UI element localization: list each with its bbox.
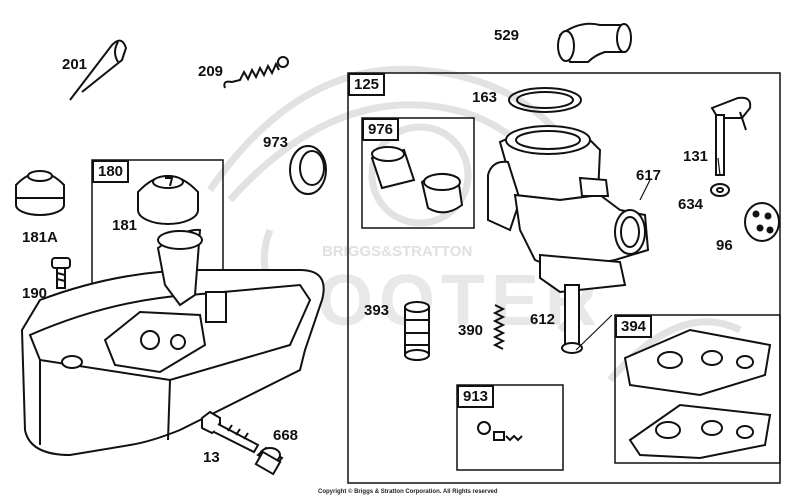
watermark-brand: BRIGGS&STRATTON [322, 243, 472, 260]
part-label-529: 529 [494, 27, 520, 44]
bolt-13 [201, 410, 260, 454]
part-label-634: 634 [678, 196, 704, 213]
fuel-cap-181 [137, 175, 199, 225]
seal-973 [289, 145, 327, 195]
part-label-163: 163 [472, 89, 498, 106]
carburetor-body [487, 125, 650, 354]
copyright-notice: Copyright © Briggs & Stratton Corporatio… [318, 489, 498, 495]
part-label-390: 390 [458, 322, 484, 339]
part-label-131: 131 [683, 148, 709, 165]
carburetor-kit-frame [347, 72, 781, 484]
washer-634 [710, 183, 730, 197]
part-label-612: 612 [530, 311, 556, 328]
part-label-96: 96 [716, 237, 733, 254]
spacer-668 [254, 446, 284, 476]
diaphragm-96 [744, 202, 780, 242]
part-label-201: 201 [62, 56, 88, 73]
spring-390 [492, 304, 506, 350]
part-label-973: 973 [263, 134, 289, 151]
pin-kit-frame [456, 384, 564, 471]
gasket-kit-frame [614, 314, 781, 464]
seal-kit-frame [361, 117, 475, 229]
part-label-393: 393 [364, 302, 390, 319]
group-tag-125: 125 [348, 73, 386, 96]
spring-209 [223, 56, 289, 89]
fuel-tank [20, 228, 325, 457]
clip-201 [69, 39, 128, 101]
pin-kit-913-parts [477, 421, 523, 442]
part-label-190: 190 [22, 285, 48, 302]
part-label-617: 617 [636, 167, 662, 184]
elbow-529 [557, 22, 632, 63]
part-label-181A: 181A [22, 229, 58, 246]
gasket-kit-394-parts [623, 328, 772, 460]
group-tag-394: 394 [615, 315, 653, 338]
screw-190 [51, 257, 71, 289]
part-label-209: 209 [198, 63, 224, 80]
part-label-668: 668 [273, 427, 299, 444]
gasket-163 [508, 87, 582, 113]
leader-lines [575, 157, 721, 351]
part-label-13: 13 [203, 449, 220, 466]
group-tag-180: 180 [92, 160, 130, 183]
group-tag-976: 976 [362, 118, 400, 141]
vent-cap-181A [15, 170, 65, 216]
part-label-181: 181 [112, 217, 138, 234]
fuel-filter-393 [404, 301, 430, 361]
group-tag-913: 913 [457, 385, 495, 408]
seal-kit-976-parts [370, 146, 464, 214]
throttle-shaft-131 [710, 96, 752, 176]
